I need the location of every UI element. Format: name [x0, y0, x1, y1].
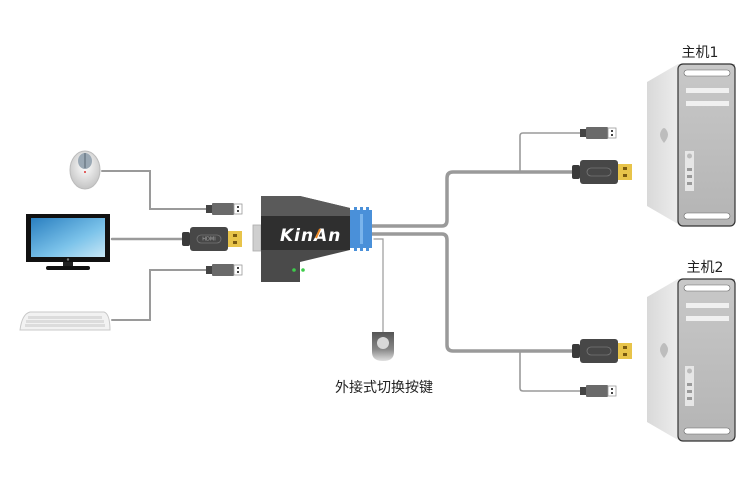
monitor-icon	[26, 214, 110, 270]
host1-label: 主机1	[682, 45, 719, 61]
host1-hdmi-connector	[572, 160, 632, 184]
mouse-icon	[69, 150, 101, 190]
hdmi-label: HDMI	[202, 237, 215, 243]
external-switch-button[interactable]	[372, 332, 394, 361]
host1-computer-icon	[647, 63, 736, 227]
host2-usb-cable	[519, 350, 581, 392]
host2-hdmi-connector	[572, 339, 632, 363]
host2-computer-icon	[647, 278, 736, 442]
external-switch-label: 外接式切换按键	[335, 379, 433, 396]
keyboard-cable	[111, 269, 213, 321]
host2-usb-connector	[580, 385, 617, 397]
cables	[101, 132, 581, 392]
kvm-switch: KinAn	[252, 196, 372, 282]
monitor-hdmi-connector: HDMI	[182, 227, 242, 251]
host2-label: 主机2	[687, 260, 724, 276]
host2-cable	[370, 232, 578, 353]
switch-button-cable	[373, 238, 384, 333]
mouse-usb-connector	[206, 203, 243, 215]
host1-usb-cable	[519, 132, 581, 173]
keyboard-icon	[19, 311, 111, 331]
keyboard-usb-connector	[206, 264, 243, 276]
host1-usb-connector	[580, 127, 617, 139]
led-indicator	[301, 268, 305, 272]
mouse-cable	[101, 170, 213, 210]
brand-logo: KinAn	[280, 226, 341, 246]
led-indicator	[292, 268, 296, 272]
host1-cable	[370, 170, 578, 228]
